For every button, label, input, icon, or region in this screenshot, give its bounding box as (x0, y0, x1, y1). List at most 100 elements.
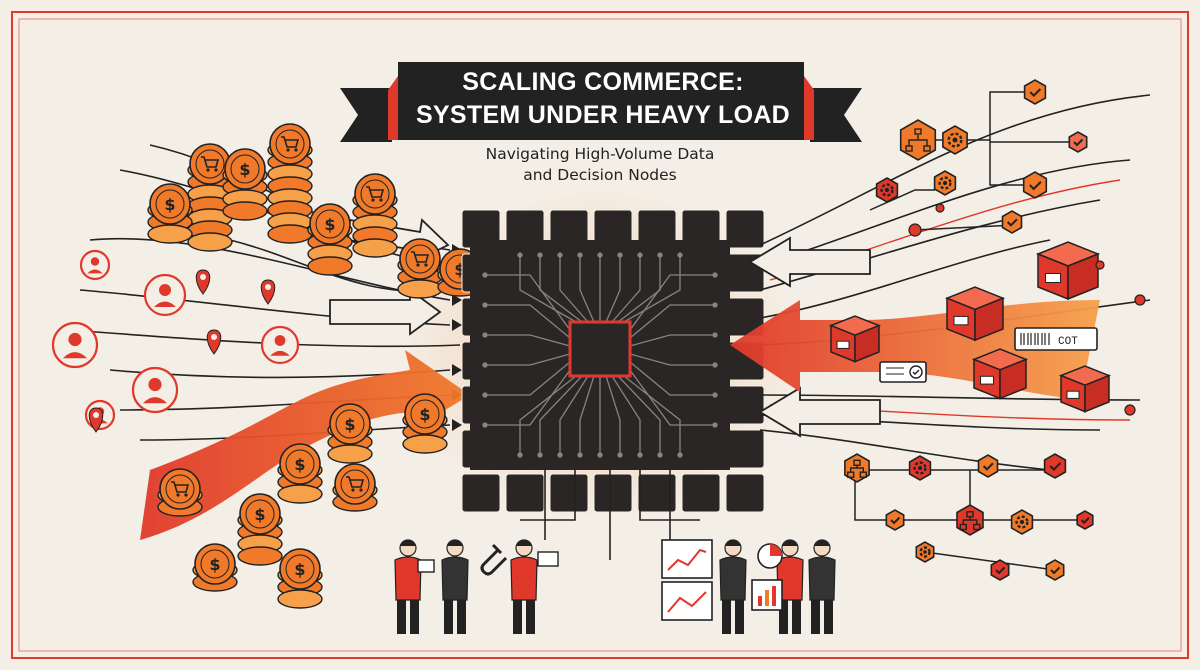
team-member (441, 539, 469, 634)
dollar-coin-icon: $ (239, 493, 281, 535)
flowchart-node-icon (956, 504, 984, 536)
outer-frame (11, 11, 1189, 659)
subtitle-line-1: Navigating High-Volume Data (485, 145, 715, 163)
svg-text:$: $ (454, 260, 465, 279)
processor-chip-icon (568, 320, 632, 378)
map-pin-icon (260, 279, 276, 305)
svg-text:$: $ (294, 560, 305, 579)
check-hexagon-icon (1022, 171, 1048, 199)
tablet-icon (537, 551, 559, 567)
team-member (776, 539, 804, 634)
dollar-coin-stack: $ (192, 543, 238, 592)
flowchart-node-icon (844, 453, 870, 483)
dollar-coin-stack: $ (277, 548, 323, 609)
user-avatar-icon (79, 249, 111, 281)
dollar-coin-icon: $ (279, 548, 321, 590)
svg-text:$: $ (419, 405, 430, 424)
decision-dot-icon (1124, 404, 1136, 416)
team-people (394, 539, 836, 634)
flowchart-node-icon (899, 119, 937, 161)
bottom-connector-lines (520, 470, 700, 560)
dollar-coin-stack: $ (307, 203, 353, 276)
check-ticket-icon (879, 361, 927, 383)
decision-dot-icon (908, 223, 922, 237)
check-hexagon-icon (885, 509, 905, 531)
dollar-coin-stack: $ (327, 403, 373, 464)
analytics-panels (661, 539, 783, 621)
cart-coin-stack (332, 463, 378, 512)
page-title: SCALING COMMERCE: SYSTEM UNDER HEAVY LOA… (398, 66, 808, 132)
check-hexagon-icon (1043, 453, 1067, 479)
package-boxes (828, 241, 1112, 413)
user-network (51, 249, 300, 433)
team-member (510, 539, 538, 634)
wrench-icon (480, 543, 508, 576)
svg-text:$: $ (324, 215, 335, 234)
shopping-cart-coin-icon (334, 463, 376, 505)
cart-coin-stack (352, 173, 398, 258)
svg-text:$: $ (294, 455, 305, 474)
svg-text:$: $ (209, 555, 220, 574)
check-hexagon-icon (1001, 210, 1023, 234)
shopping-cart-coin-icon (399, 238, 441, 280)
dollar-coin-icon: $ (149, 183, 191, 225)
check-hexagon-icon (1076, 510, 1094, 530)
dollar-coin-icon: $ (309, 203, 351, 245)
package-box-icon (971, 348, 1029, 400)
cart-coin-stack (267, 123, 313, 244)
package-box-icon (1035, 241, 1101, 301)
tablet-icon (417, 559, 435, 573)
package-box-icon (828, 315, 882, 363)
circuit-traces (482, 252, 718, 458)
barcode-tag-label: COT (1058, 336, 1078, 348)
dollar-coin-icon: $ (279, 443, 321, 485)
cart-coin-stack (157, 468, 203, 517)
check-hexagon-icon (977, 454, 999, 478)
user-avatar-icon (143, 273, 187, 317)
decision-dot-icon (1095, 260, 1105, 270)
svg-text:$: $ (254, 505, 265, 524)
team-member (719, 539, 747, 634)
svg-text:$: $ (164, 195, 175, 214)
inner-frame (18, 18, 1182, 652)
dollar-coin-stack: $ (237, 493, 283, 566)
dollar-coin-stack: $ (402, 393, 448, 454)
decision-dot-icon (935, 203, 945, 213)
dollar-coin-icon: $ (329, 403, 371, 445)
barcode-tag: COT (1014, 327, 1098, 351)
dollar-coin-stack: $ (222, 148, 268, 221)
cart-coin-stack (187, 143, 233, 252)
user-avatar-icon (131, 366, 179, 414)
map-pin-icon (88, 407, 104, 433)
page-subtitle: Navigating High-Volume Data and Decision… (430, 144, 770, 186)
shopping-cart-coin-icon (269, 123, 311, 165)
cart-coin-stack (397, 238, 443, 299)
title-banner (340, 62, 862, 142)
gear-icon (908, 455, 932, 481)
title-line-2: SYSTEM UNDER HEAVY LOAD (415, 101, 791, 129)
dollar-coin-icon: $ (224, 148, 266, 190)
shopping-cart-coin-icon (159, 468, 201, 510)
title-line-1: SCALING COMMERCE: (462, 68, 744, 96)
svg-text:$: $ (344, 415, 355, 434)
gear-icon (933, 170, 957, 196)
gear-icon (875, 177, 899, 203)
package-box-icon (1058, 365, 1112, 413)
dollar-coin-icon: $ (194, 543, 236, 585)
dollar-coin-stack: $ (277, 443, 323, 504)
svg-text:$: $ (239, 160, 250, 179)
decision-dot-icon (1134, 294, 1146, 306)
decision-nodes (844, 79, 1146, 581)
user-avatar-icon (51, 321, 99, 369)
right-outline-arrows (748, 236, 881, 438)
node-connectors (854, 91, 1085, 571)
dollar-coin-icon: $ (404, 393, 446, 435)
central-processor (461, 209, 765, 513)
shopping-cart-coin-icon (354, 173, 396, 215)
gear-icon (915, 541, 935, 563)
gear-icon (942, 125, 968, 155)
package-box-icon (944, 286, 1006, 342)
user-avatar-icon (260, 325, 300, 365)
